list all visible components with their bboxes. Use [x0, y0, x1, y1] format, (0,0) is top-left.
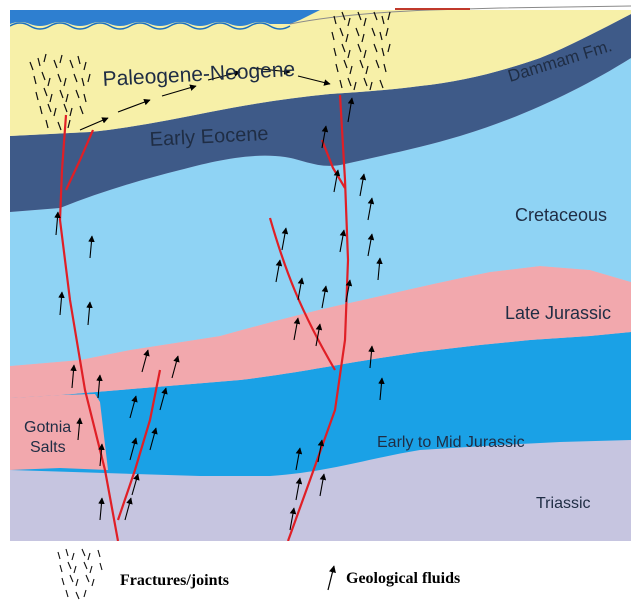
label-salts: Salts	[30, 439, 66, 456]
legend-fractures-icon	[58, 549, 102, 599]
sea-surface	[10, 0, 631, 10]
legend: Fractures/joints Geological fluids	[58, 549, 460, 599]
label-gotnia: Gotnia	[24, 419, 71, 436]
label-late-jurassic: Late Jurassic	[505, 303, 611, 323]
legend-fluids-label: Geological fluids	[346, 570, 460, 587]
label-triassic: Triassic	[536, 495, 591, 512]
legend-fractures-label: Fractures/joints	[120, 572, 229, 589]
label-cretaceous: Cretaceous	[515, 205, 607, 225]
label-early-mid-jurassic: Early to Mid Jurassic	[377, 434, 525, 451]
legend-arrow-icon	[328, 566, 334, 590]
